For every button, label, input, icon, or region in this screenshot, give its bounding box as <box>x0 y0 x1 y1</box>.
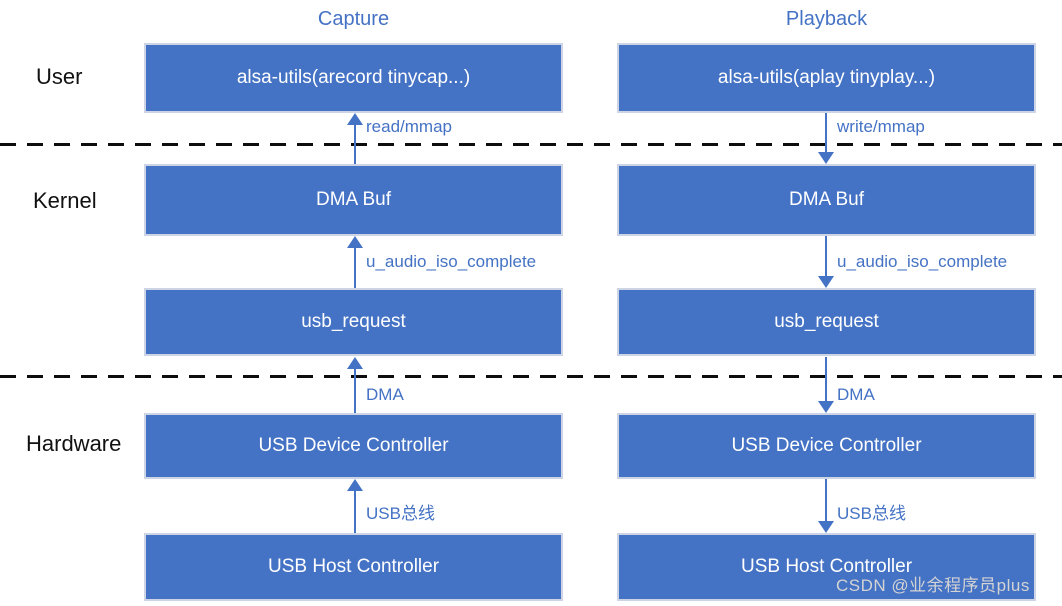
divider-user-kernel <box>0 143 1062 146</box>
arrow-playback-usb-bus <box>818 479 834 533</box>
box-playback-usb-host-controller: USB Host Controller <box>617 533 1036 601</box>
box-playback-usb-device-controller: USB Device Controller <box>617 413 1036 479</box>
box-capture-alsa-utils: alsa-utils(arecord tinycap...) <box>144 43 563 113</box>
arrow-capture-dma <box>347 357 363 413</box>
arrow-playback-write-mmap <box>818 113 834 164</box>
arrow-down-icon <box>818 276 834 288</box>
box-playback-dma-buf: DMA Buf <box>617 164 1036 236</box>
csdn-watermark: CSDN @业余程序员plus <box>836 576 1030 595</box>
box-capture-dma-buf: DMA Buf <box>144 164 563 236</box>
box-capture-usb-host-controller: USB Host Controller <box>144 533 563 601</box>
arrow-up-icon <box>347 236 363 248</box>
box-playback-usb-request: usb_request <box>617 288 1036 356</box>
label-playback-usb-bus: USB总线 <box>837 504 906 523</box>
arrow-capture-iso-complete <box>347 236 363 288</box>
label-capture-dma: DMA <box>366 385 404 404</box>
arrow-up-icon <box>347 479 363 491</box>
column-header-playback: Playback <box>785 8 868 30</box>
arrow-down-icon <box>818 521 834 533</box>
arrow-down-icon <box>818 152 834 164</box>
box-playback-alsa-utils: alsa-utils(aplay tinyplay...) <box>617 43 1036 113</box>
arrow-playback-dma <box>818 357 834 413</box>
layer-label-user: User <box>36 64 83 89</box>
layer-label-hardware: Hardware <box>26 431 122 456</box>
arrow-up-icon <box>347 357 363 369</box>
arrow-up-icon <box>347 113 363 125</box>
label-capture-iso-complete: u_audio_iso_complete <box>366 252 537 271</box>
layer-label-kernel: Kernel <box>33 188 97 213</box>
box-capture-usb-request: usb_request <box>144 288 563 356</box>
arrow-capture-usb-bus <box>347 479 363 533</box>
label-playback-write-mmap: write/mmap <box>837 117 925 136</box>
label-capture-usb-bus: USB总线 <box>366 504 435 523</box>
column-header-capture: Capture <box>317 8 390 30</box>
label-playback-dma: DMA <box>837 385 875 404</box>
label-capture-read-mmap: read/mmap <box>366 117 452 136</box>
divider-kernel-hardware <box>0 375 1062 378</box>
label-playback-iso-complete: u_audio_iso_complete <box>837 252 1008 271</box>
arrow-capture-read-mmap <box>347 113 363 164</box>
box-capture-usb-device-controller: USB Device Controller <box>144 413 563 479</box>
arrow-down-icon <box>818 401 834 413</box>
arrow-playback-iso-complete <box>818 236 834 288</box>
